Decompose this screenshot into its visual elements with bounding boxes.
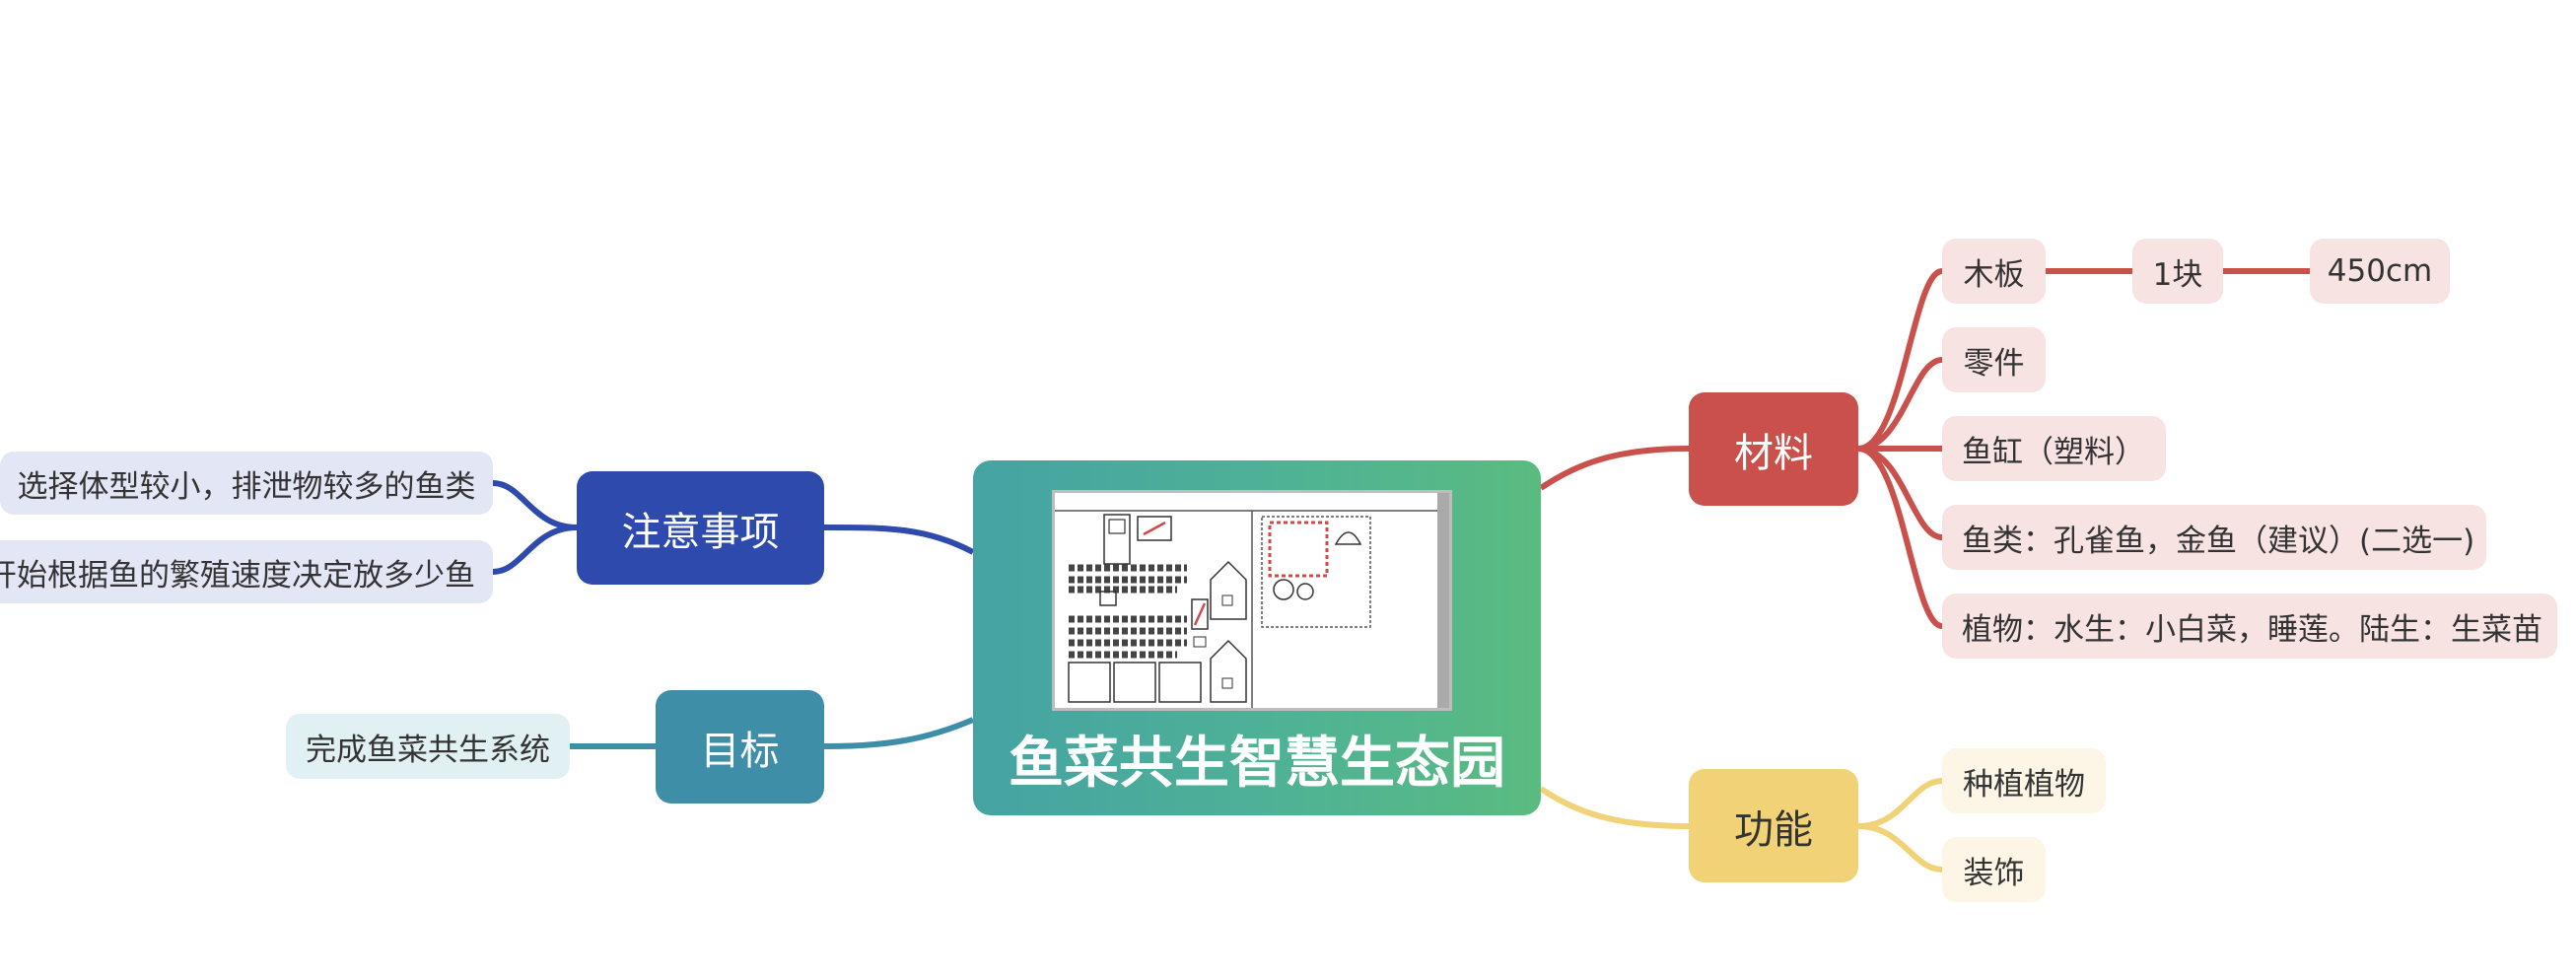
root-title: 鱼菜共生智慧生态园 <box>1009 731 1505 796</box>
link-attention-item-1 <box>492 480 578 530</box>
link-function-item-2 <box>1857 823 1943 873</box>
materials-item-plants[interactable]: 植物：水生：小白菜，睡莲。陆生：生菜苗 <box>1942 594 2557 659</box>
materials-item-tank[interactable]: 鱼缸（塑料） <box>1942 416 2166 481</box>
board-count[interactable]: 1块 <box>2132 239 2223 304</box>
floor-plan-drawing <box>1055 493 1449 708</box>
attention-item-1[interactable]: 选择体型较小，排泄物较多的鱼类 <box>0 452 493 515</box>
branch-goal[interactable]: 目标 <box>656 690 824 804</box>
link-root-goal <box>823 717 975 749</box>
materials-item-parts[interactable]: 零件 <box>1942 327 2046 392</box>
board-length[interactable]: 450cm <box>2310 239 2450 304</box>
goal-item-1[interactable]: 完成鱼菜共生系统 <box>286 714 570 779</box>
garden-plan-image <box>1052 490 1452 711</box>
branch-function[interactable]: 功能 <box>1689 769 1858 882</box>
link-root-function <box>1539 786 1690 829</box>
link-function-item-1 <box>1857 778 1943 829</box>
materials-item-board[interactable]: 木板 <box>1942 239 2046 304</box>
link-materials-item-1 <box>1857 268 1943 452</box>
link-attention-item-2 <box>492 524 578 575</box>
root-topic[interactable]: 鱼菜共生智慧生态园 <box>973 460 1541 815</box>
link-root-materials <box>1539 446 1690 491</box>
link-materials-item-2 <box>1857 357 1943 452</box>
attention-item-2[interactable]: 开始根据鱼的繁殖速度决定放多少鱼 <box>0 540 493 603</box>
branch-materials[interactable]: 材料 <box>1689 392 1858 506</box>
link-materials-item-5 <box>1857 446 1943 629</box>
function-item-planting[interactable]: 种植植物 <box>1942 748 2106 813</box>
materials-item-fish[interactable]: 鱼类：孔雀鱼，金鱼（建议）(二选一) <box>1942 505 2486 570</box>
function-item-decoration[interactable]: 装饰 <box>1942 837 2046 902</box>
link-root-attention <box>823 524 975 555</box>
branch-attention[interactable]: 注意事项 <box>577 471 824 585</box>
